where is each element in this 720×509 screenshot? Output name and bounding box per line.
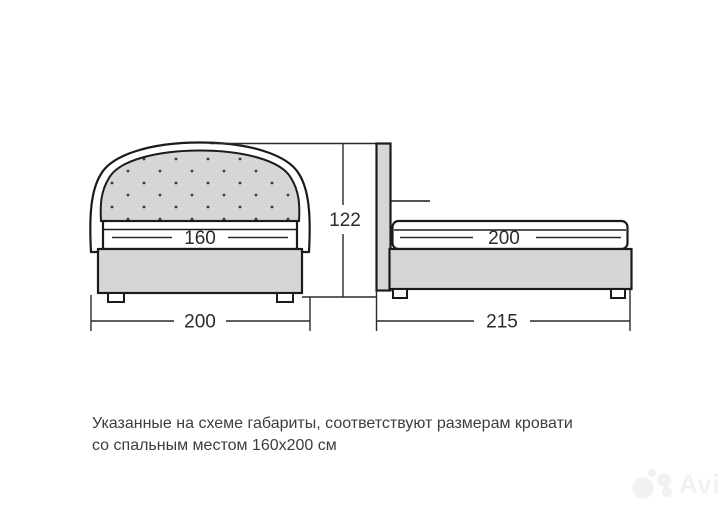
dimension-sleeping-width: 160 xyxy=(112,228,288,249)
headboard-side xyxy=(375,142,392,292)
overall-width-label: 200 xyxy=(184,312,216,333)
bed-side-view: 200 215 xyxy=(375,142,633,333)
avito-watermark: Avito xyxy=(631,467,720,501)
bed-base-front xyxy=(96,247,304,295)
dimension-height: 122 xyxy=(210,142,390,298)
sleeping-width-label: 160 xyxy=(184,228,216,249)
caption: Указанные на схеме габариты, соответству… xyxy=(92,413,652,457)
dimension-overall-length: 215 xyxy=(375,289,631,333)
bed-base-side xyxy=(388,247,633,291)
bed-leg xyxy=(276,292,294,303)
sleeping-length-label: 200 xyxy=(488,228,520,249)
caption-line-2: со спальным местом 160x200 см xyxy=(92,437,337,454)
height-label: 122 xyxy=(329,210,361,231)
overall-length-label: 215 xyxy=(486,312,518,333)
caption-line-1: Указанные на схеме габариты, соответству… xyxy=(92,415,573,432)
bed-front-view: 160 200 xyxy=(89,141,311,333)
mattress-front xyxy=(101,219,299,251)
dimension-overall-width: 200 xyxy=(90,295,311,333)
avito-watermark-text: Avito xyxy=(679,468,720,499)
bed-leg xyxy=(610,288,626,299)
bed-leg xyxy=(107,292,125,303)
dimension-sleeping-length: 200 xyxy=(400,228,621,249)
headboard-tufted-panel xyxy=(99,149,301,222)
bed-leg xyxy=(392,288,408,299)
avito-logo-icon xyxy=(632,468,673,499)
